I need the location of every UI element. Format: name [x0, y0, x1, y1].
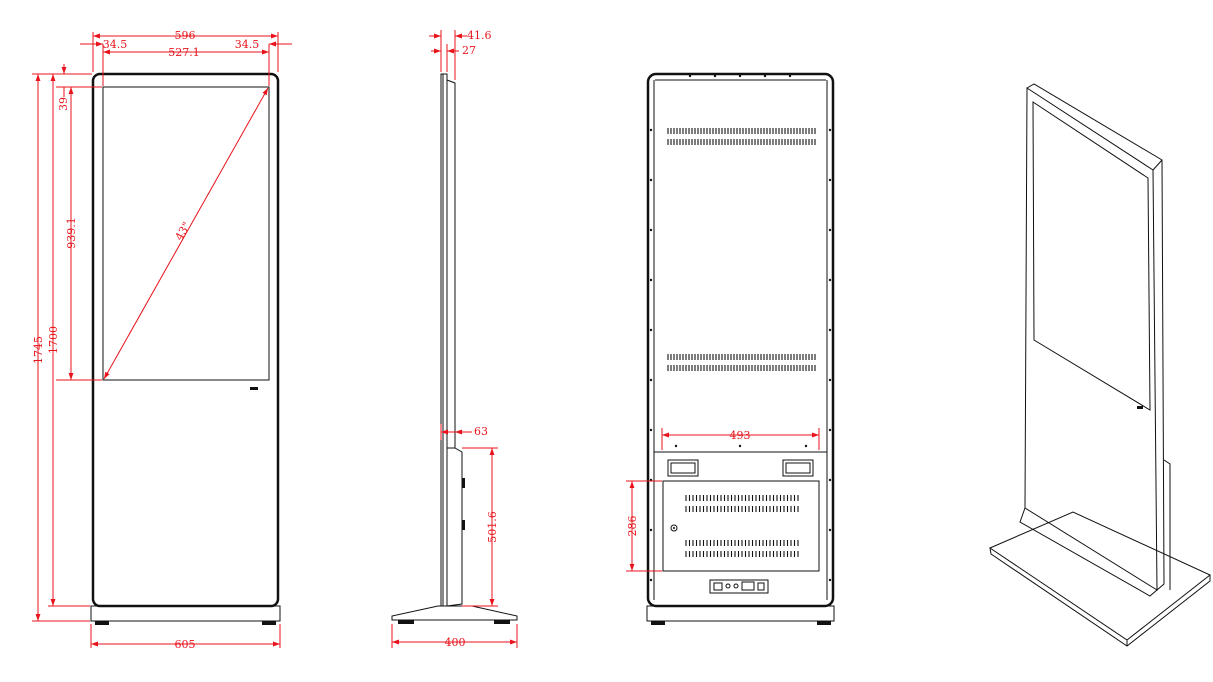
back-edge-dots — [649, 74, 832, 582]
dim-side-base-depth: 400 — [445, 636, 466, 649]
dim-front-left-bezel: 34.5 — [103, 38, 128, 51]
screw-dot — [828, 378, 832, 382]
screw-dot — [828, 128, 832, 132]
persp-rear-housing — [1163, 459, 1171, 590]
dim-front-base-width: 605 — [175, 638, 196, 651]
side-rear-housing — [446, 79, 463, 607]
screw-dot — [804, 444, 808, 448]
screw-dot — [649, 328, 653, 332]
screw-dot — [738, 444, 742, 448]
front-screen-area — [102, 86, 270, 381]
side-panel — [440, 73, 448, 607]
persp-panel-edge — [1026, 83, 1165, 591]
back-handle-left — [667, 459, 699, 477]
screw-dot — [738, 74, 742, 78]
back-view: 493 286 — [626, 72, 835, 625]
screw-dot — [713, 74, 717, 78]
screw-dot — [674, 444, 678, 448]
screw-dot — [828, 328, 832, 332]
screw-dot — [649, 528, 653, 532]
dim-side-panel-depth: 27 — [462, 44, 476, 57]
dim-side-total-depth: 41.6 — [467, 29, 492, 42]
screw-dot — [828, 228, 832, 232]
screw-dot — [828, 428, 832, 432]
dim-side-lower-height: 501.6 — [486, 511, 499, 543]
screw-dot — [688, 74, 692, 78]
screw-dot — [649, 378, 653, 382]
front-foot-right — [262, 621, 276, 625]
dim-front-diagonal: 43" — [173, 220, 194, 243]
back-base — [646, 605, 835, 622]
dim-front-top-bezel: 39 — [57, 97, 70, 111]
back-door-lock — [670, 524, 678, 532]
side-stand-base — [391, 605, 518, 621]
side-view: 41.6 27 63 501.6 400 — [391, 29, 518, 649]
back-vents — [667, 128, 816, 557]
dim-front-total-height: 1745 — [32, 336, 45, 364]
dim-front-right-bezel: 34.5 — [235, 38, 260, 51]
screw-dot — [649, 578, 653, 582]
front-base — [90, 605, 281, 622]
dim-front-screen-height: 939.1 — [65, 217, 78, 249]
screw-dot — [649, 128, 653, 132]
screw-dot — [649, 228, 653, 232]
screw-dot — [828, 178, 832, 182]
screw-dot — [828, 278, 832, 282]
dim-front-screen-width: 527.1 — [168, 46, 200, 59]
persp-panel-front — [1024, 87, 1158, 591]
screw-dot — [649, 428, 653, 432]
screw-dot — [649, 178, 653, 182]
dim-side-lower-depth: 63 — [474, 425, 488, 438]
persp-screen-area — [1032, 101, 1151, 411]
back-io-panel — [709, 579, 769, 594]
front-view: 596 34.5 527.1 34.5 39 939.1 1700 1745 4… — [32, 29, 292, 651]
dim-front-body-height: 1700 — [47, 326, 60, 354]
screw-dot — [828, 528, 832, 532]
screw-dot — [788, 74, 792, 78]
front-sensor — [250, 387, 258, 390]
screw-dot — [649, 278, 653, 282]
dim-front-total-width: 596 — [175, 29, 196, 42]
front-foot-left — [95, 621, 109, 625]
dim-back-door-height: 286 — [626, 516, 639, 537]
dim-back-mount-spacing: 493 — [730, 429, 751, 442]
screw-dot — [828, 578, 832, 582]
back-handle-right — [782, 459, 814, 477]
back-service-door — [662, 480, 820, 572]
screw-dot — [828, 478, 832, 482]
perspective-view — [988, 83, 1211, 647]
persp-base-side — [989, 547, 1211, 647]
screw-dot — [763, 74, 767, 78]
front-body-outline — [91, 72, 280, 608]
